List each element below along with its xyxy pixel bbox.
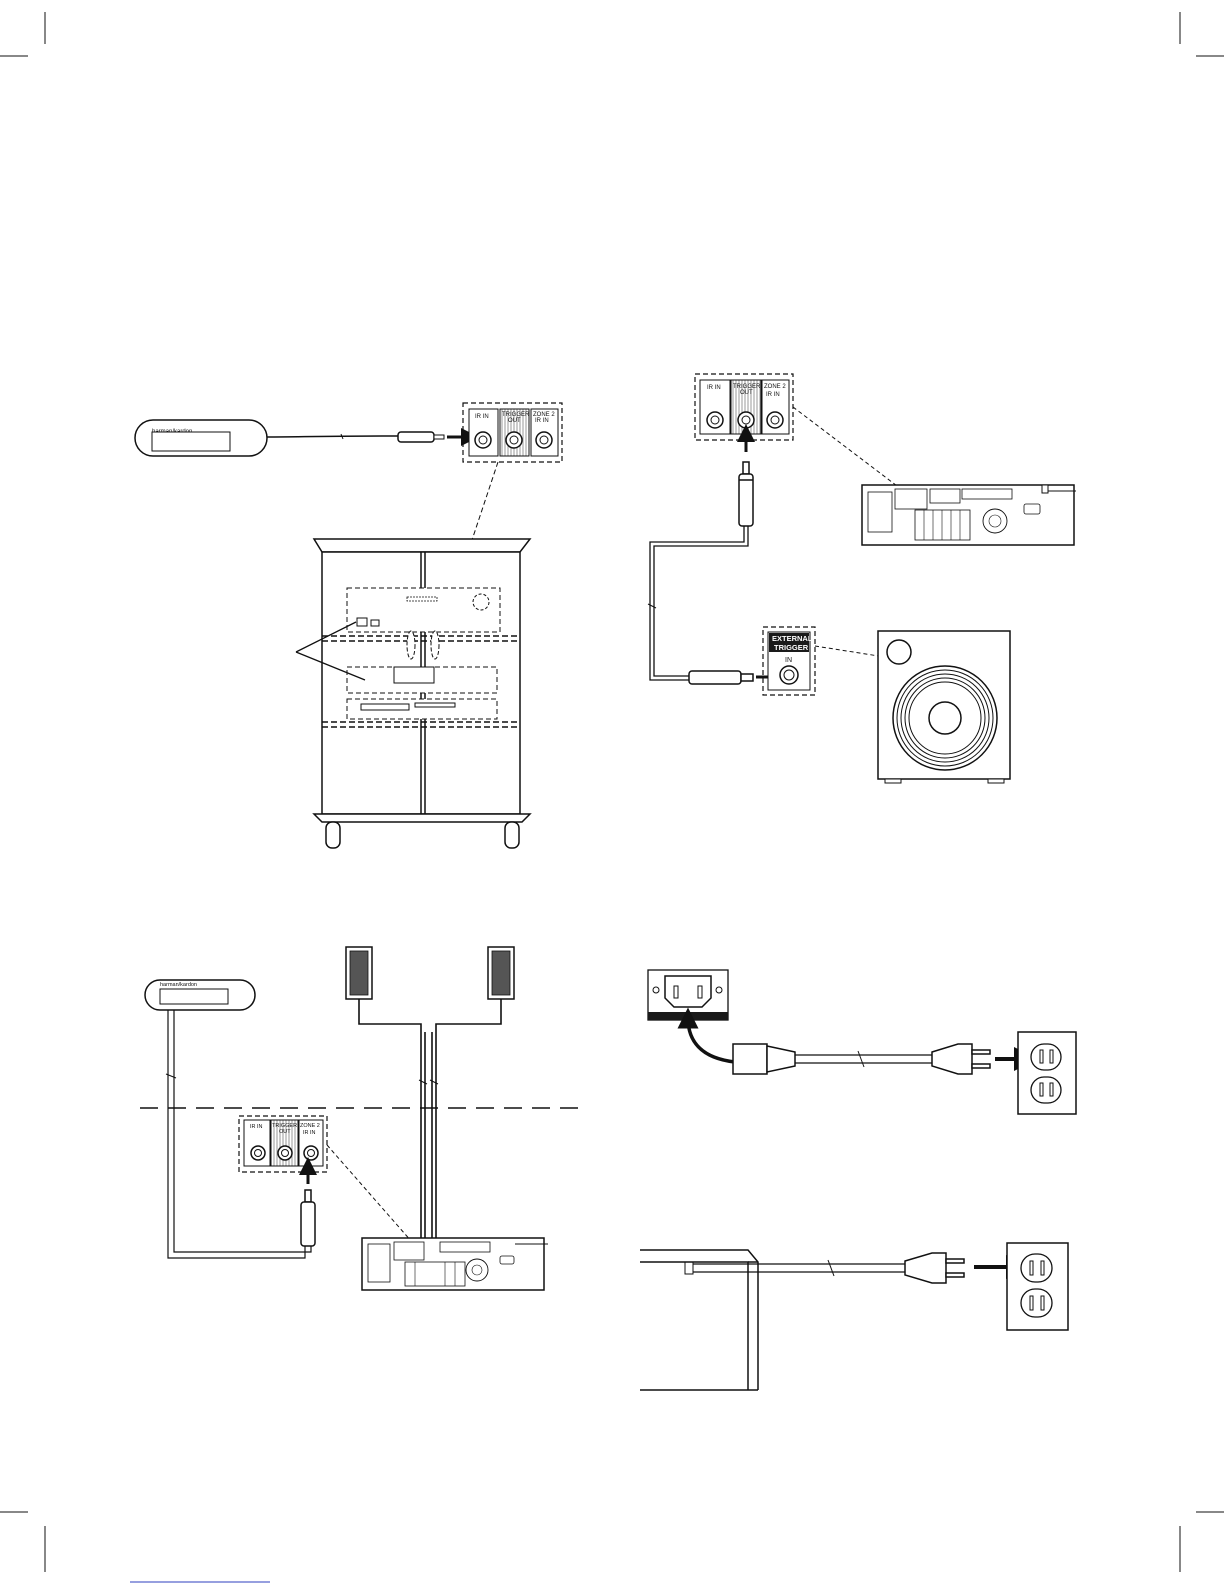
jack-label-zone2-b: ZONE 2 — [764, 384, 786, 390]
ext-trigger-line1: EXTERNAL — [772, 634, 813, 643]
crop-marks — [0, 12, 1224, 1572]
jack-label-zone2-c: ZONE 2 — [300, 1123, 320, 1129]
jack-label-ir-in-3: IR IN — [250, 1124, 263, 1130]
zone2-speaker-left — [346, 947, 372, 999]
wall-outlet-fig5 — [1007, 1243, 1068, 1330]
iec-connector — [733, 1044, 795, 1074]
mini-plug-horizontal — [689, 671, 753, 684]
ir-receiver-window-2 — [160, 989, 228, 1004]
jack-label-trigger-out-c2: OUT — [279, 1129, 291, 1135]
jack-label-ir-in: IR IN — [475, 414, 489, 420]
jack-label-trigger-out-2: OUT — [508, 418, 521, 424]
table-edge — [640, 1250, 758, 1390]
figure-ac-power — [648, 970, 1076, 1114]
zoom-leader-fig3 — [327, 1145, 412, 1242]
iec-inlet-panel — [648, 970, 728, 1020]
subwoofer — [878, 631, 1010, 783]
jack-label-trigger-out-b2: OUT — [740, 390, 753, 396]
mini-plug — [398, 432, 444, 442]
receiver-rear-panel-fig3 — [362, 1238, 548, 1290]
trigger-cable — [650, 526, 748, 680]
jack-panel-fig3: IR IN TRIGGER OUT ZONE 2 IR IN — [239, 1116, 327, 1172]
mini-plug-zone2 — [301, 1190, 315, 1246]
power-cord-fig4 — [795, 1051, 932, 1067]
jack-panel-fig1: IR IN TRIGGER OUT ZONE 2 IR IN — [463, 403, 562, 462]
external-trigger-panel: EXTERNAL TRIGGER IN — [763, 627, 815, 695]
ir-receiver-brand-2: harman/kardon — [160, 982, 197, 988]
jack-label-zone2-b2: IR IN — [766, 392, 780, 398]
zoom-leader-fig2 — [793, 407, 905, 492]
ir-receiver-window — [152, 432, 230, 451]
figure-zone2-ir: harman/kardon IR IN TRIGGER OUT ZONE 2 I… — [140, 947, 580, 1290]
jack-label-zone2-c2: IR IN — [303, 1130, 316, 1136]
ext-trigger-line3: IN — [785, 657, 792, 664]
figure-power-behind-furniture — [640, 1243, 1068, 1390]
zone2-speaker-right — [488, 947, 514, 999]
figure-trigger-subwoofer: IR IN TRIGGER OUT ZONE 2 IR IN — [648, 374, 1076, 783]
jack-label-ir-in-2: IR IN — [707, 385, 721, 391]
figure-ir-in-cabinet: harman/kardon IR IN TRIGGER OUT ZONE 2 I… — [135, 403, 562, 848]
jack-label-zone2-2: IR IN — [535, 418, 549, 424]
receiver-rear-panel-fig2 — [862, 485, 1076, 545]
zoom-leader-sub — [815, 646, 885, 657]
cabinet — [314, 539, 530, 848]
ir-receiver-zone2: harman/kardon — [145, 980, 255, 1010]
power-plug-fig5 — [905, 1253, 964, 1283]
jack-panel-fig2: IR IN TRIGGER OUT ZONE 2 IR IN — [695, 374, 793, 440]
ir-receiver: harman/kardon — [135, 420, 470, 456]
wall-outlet-fig4 — [1018, 1032, 1076, 1114]
ext-trigger-line2: TRIGGER — [774, 643, 809, 652]
speaker-wires — [359, 999, 501, 1245]
arrow-into-iec-inlet — [688, 1018, 735, 1062]
mini-plug-vertical — [739, 462, 753, 526]
power-plug-fig4 — [932, 1044, 990, 1074]
